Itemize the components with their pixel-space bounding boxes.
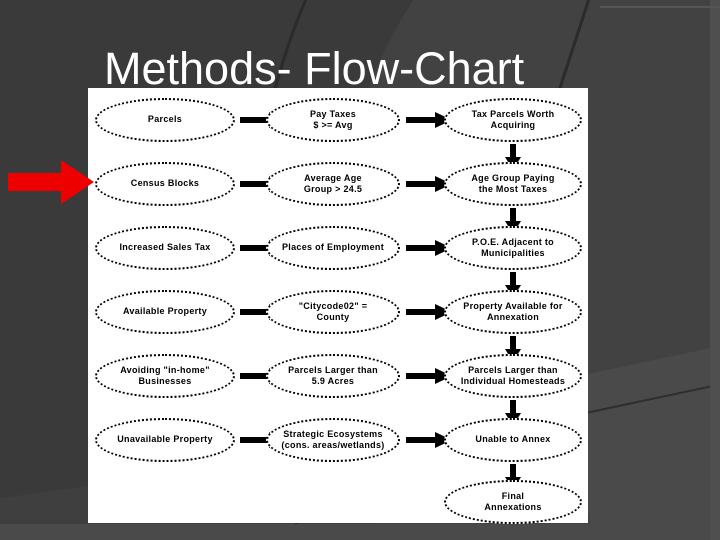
node-parcels-larger-than-acres: Parcels Larger than 5.9 Acres xyxy=(266,354,400,398)
node-label-line2: $ >= Avg xyxy=(313,120,353,130)
node-label-line2: 5.9 Acres xyxy=(311,376,355,386)
node-label-line2: Individual Homesteads xyxy=(460,376,566,386)
node-label-line2: Acquiring xyxy=(490,120,536,130)
node-label-line1: Avoiding "in-home" xyxy=(120,364,210,375)
node-label-line2: (cons. areas/wetlands) xyxy=(281,440,385,450)
node-label-line1: Average Age xyxy=(304,172,362,183)
node-label-line2: the Most Taxes xyxy=(478,184,548,194)
node-label-line2: Municipalities xyxy=(481,248,545,258)
node-label: P.O.E. Adjacent to Municipalities xyxy=(472,237,554,260)
node-label: Avoiding "in-home" Businesses xyxy=(120,365,210,388)
node-label-line1: Tax Parcels Worth xyxy=(471,108,555,119)
node-property-available-for-annexation: Property Available for Annexation xyxy=(444,290,582,334)
node-pay-taxes: Pay Taxes $ >= Avg xyxy=(266,98,400,142)
red-arrow-head xyxy=(61,160,94,204)
node-label: Tax Parcels Worth Acquiring xyxy=(472,109,555,132)
node-label: Pay Taxes $ >= Avg xyxy=(310,109,356,132)
flow-chart-image: Parcels Pay Taxes $ >= Avg Tax Parcels W… xyxy=(88,88,588,524)
node-label-line1: P.O.E. Adjacent to xyxy=(472,236,554,247)
node-label: Parcels xyxy=(147,114,183,125)
node-average-age-group: Average Age Group > 24.5 xyxy=(266,162,400,206)
node-label-line1: Parcels Larger than xyxy=(288,364,378,375)
node-parcels: Parcels xyxy=(95,98,235,142)
node-avoiding-in-home-businesses: Avoiding "in-home" Businesses xyxy=(95,354,235,398)
node-tax-parcels-worth-acquiring: Tax Parcels Worth Acquiring xyxy=(444,98,582,142)
node-label-line1: Property Available for xyxy=(463,300,563,311)
node-final-annexations: Final Annexations xyxy=(444,480,582,524)
node-label: "Citycode02" = County xyxy=(299,301,368,324)
node-unable-to-annex: Unable to Annex xyxy=(444,418,582,462)
node-label: Increased Sales Tax xyxy=(119,242,211,253)
node-strategic-ecosystems: Strategic Ecosystems (cons. areas/wetlan… xyxy=(266,418,400,462)
node-places-of-employment: Places of Employment xyxy=(266,226,400,270)
node-label: Parcels Larger than 5.9 Acres xyxy=(288,365,378,388)
node-unavailable-property: Unavailable Property xyxy=(95,418,235,462)
node-label: Age Group Paying the Most Taxes xyxy=(471,173,554,196)
node-label: Parcels Larger than Individual Homestead… xyxy=(461,365,565,388)
node-available-property: Available Property xyxy=(95,290,235,334)
node-label-line1: "Citycode02" = xyxy=(298,300,368,311)
node-increased-sales-tax: Increased Sales Tax xyxy=(95,226,235,270)
red-pointer-annotation xyxy=(8,160,94,204)
background-bottom-strip xyxy=(0,524,720,540)
node-parcels-larger-than-homesteads: Parcels Larger than Individual Homestead… xyxy=(444,354,582,398)
node-label: Strategic Ecosystems (cons. areas/wetlan… xyxy=(281,429,384,452)
node-label: Final Annexations xyxy=(484,491,541,514)
node-label-line2: Annexation xyxy=(486,312,539,322)
node-label-line2: Group > 24.5 xyxy=(303,184,363,194)
node-label-line1: Age Group Paying xyxy=(471,172,555,183)
node-label-line1: Final xyxy=(501,490,525,501)
node-label: Unable to Annex xyxy=(475,434,551,445)
node-label: Available Property xyxy=(122,306,208,317)
node-census-blocks: Census Blocks xyxy=(95,162,235,206)
node-label: Average Age Group > 24.5 xyxy=(304,173,362,196)
node-label: Unavailable Property xyxy=(117,434,213,445)
node-label: Census Blocks xyxy=(130,178,200,189)
node-citycode02-county: "Citycode02" = County xyxy=(266,290,400,334)
red-arrow-shaft xyxy=(8,173,66,191)
node-poe-adjacent-to-municipalities: P.O.E. Adjacent to Municipalities xyxy=(444,226,582,270)
node-label-line1: Pay Taxes xyxy=(309,108,357,119)
node-label-line2: County xyxy=(316,312,350,322)
node-label-line2: Annexations xyxy=(484,502,542,512)
node-label-line1: Strategic Ecosystems xyxy=(283,428,383,439)
background-top-hairline xyxy=(600,6,720,8)
node-label: Places of Employment xyxy=(281,242,385,253)
slide-title: Methods- Flow-Chart xyxy=(104,43,525,94)
node-label-line2: Businesses xyxy=(138,376,192,386)
background-right-strip xyxy=(710,0,720,540)
node-label-line1: Parcels Larger than xyxy=(468,364,558,375)
node-label: Property Available for Annexation xyxy=(463,301,562,324)
node-age-group-paying-most-taxes: Age Group Paying the Most Taxes xyxy=(444,162,582,206)
